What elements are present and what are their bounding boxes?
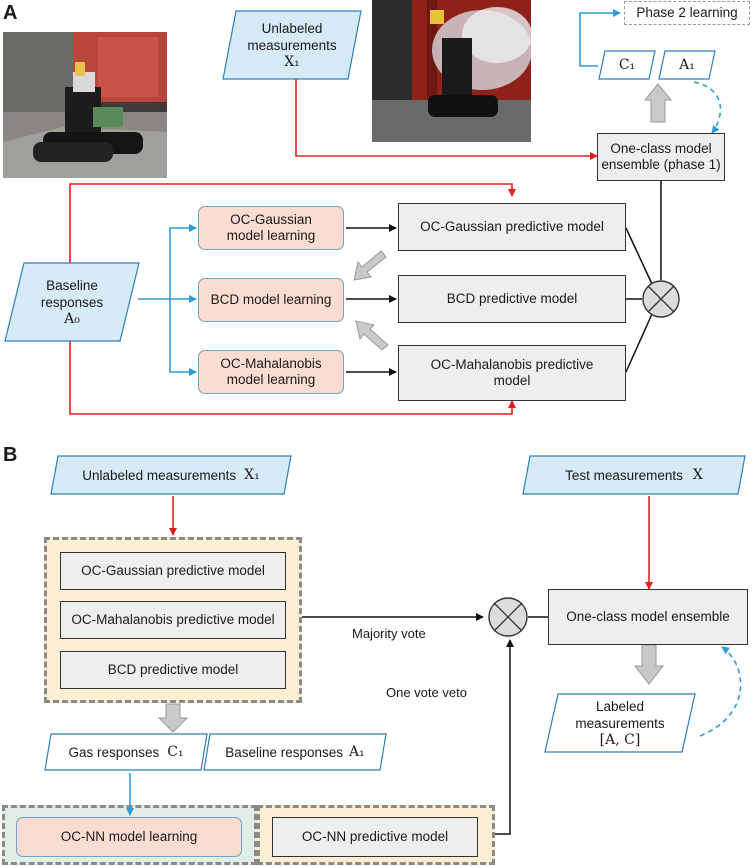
bcd-learning-box: BCD model learning bbox=[198, 278, 344, 322]
one-vote-veto-label: One vote veto bbox=[386, 685, 467, 700]
bcd-predictive-box-b: BCD predictive model bbox=[60, 651, 286, 689]
ensemble-box-b: One-class model ensemble bbox=[548, 589, 748, 645]
baseline-b-text: Baseline responses bbox=[225, 744, 344, 760]
oc-gaussian-learning-line1: OC-Gaussian bbox=[230, 212, 312, 227]
gas-responses-node: Gas responses C₁ bbox=[44, 733, 208, 771]
x1-symbol-b: X₁ bbox=[244, 466, 260, 483]
unlabeled-b-text: Unlabeled measurements bbox=[82, 467, 237, 483]
labeled-line1: Labeled bbox=[595, 698, 645, 714]
oc-mahalanobis-learning-line2: model learning bbox=[226, 372, 316, 387]
oc-gaussian-learning-line2: model learning bbox=[226, 228, 316, 243]
oc-mahalanobis-predictive-line2: model bbox=[493, 373, 531, 388]
baseline-line2: responses bbox=[40, 294, 104, 310]
phase2-learning-box: Phase 2 learning bbox=[624, 1, 750, 25]
oc-gaussian-predictive-box-a: OC-Gaussian predictive model bbox=[398, 203, 626, 251]
baseline-responses-node-b: Baseline responses A₁ bbox=[203, 733, 387, 771]
oc-mahalanobis-predictive-box-a: OC-Mahalanobis predictive model bbox=[398, 345, 626, 401]
a0-symbol: A₀ bbox=[64, 310, 80, 327]
oc-mahalanobis-learning-box: OC-Mahalanobis model learning bbox=[198, 350, 344, 394]
oc-gaussian-predictive-box-b: OC-Gaussian predictive model bbox=[60, 552, 286, 590]
labeled-measurements-node: Labeled measurements [A, C] bbox=[544, 693, 696, 753]
oc-mahalanobis-predictive-box-b: OC-Mahalanobis predictive model bbox=[60, 601, 286, 639]
labeled-line2: measurements bbox=[575, 715, 665, 731]
panel-a-connectors bbox=[69, 9, 722, 415]
unlabeled-line1: Unlabeled bbox=[261, 20, 323, 36]
gas-text: Gas responses bbox=[68, 744, 160, 760]
ocnn-predictive-box: OC-NN predictive model bbox=[272, 817, 478, 857]
test-text: Test measurements bbox=[565, 467, 683, 483]
a1-node: A₁ bbox=[658, 50, 716, 80]
x-symbol: X bbox=[692, 466, 703, 483]
ocnn-learning-box: OC-NN model learning bbox=[16, 817, 242, 857]
x1-symbol: X₁ bbox=[284, 53, 300, 70]
test-measurements-node: Test measurements X bbox=[522, 455, 746, 495]
majority-vote-label: Majority vote bbox=[352, 626, 426, 641]
ac-symbol: [A, C] bbox=[599, 731, 641, 748]
ensemble-phase1-box: One-class model ensemble (phase 1) bbox=[597, 133, 725, 181]
panel-a-label: A bbox=[3, 2, 18, 24]
c1-symbol-b: C₁ bbox=[167, 743, 184, 760]
c1-node: C₁ bbox=[598, 50, 656, 80]
unlabeled-measurements-node-b: Unlabeled measurements X₁ bbox=[50, 455, 292, 495]
ensemble-phase1-line1: One-class model bbox=[610, 141, 712, 156]
baseline-responses-node: Baseline responses A₀ bbox=[4, 262, 140, 342]
baseline-line1: Baseline bbox=[46, 277, 98, 293]
unlabeled-line2: measurements bbox=[247, 37, 337, 53]
a1-symbol-b: A₁ bbox=[349, 743, 365, 760]
oc-mahalanobis-learning-line1: OC-Mahalanobis bbox=[220, 356, 322, 371]
c1-symbol: C₁ bbox=[618, 56, 636, 73]
unlabeled-measurements-node-a: Unlabeled measurements X₁ bbox=[222, 10, 362, 80]
robot-photo bbox=[3, 32, 167, 178]
robot-smoke-photo bbox=[372, 0, 531, 142]
oc-mahalanobis-predictive-line1: OC-Mahalanobis predictive bbox=[430, 357, 594, 372]
a1-symbol: A₁ bbox=[679, 56, 695, 73]
panel-b-label: B bbox=[3, 444, 18, 466]
bcd-predictive-box-a: BCD predictive model bbox=[398, 275, 626, 323]
ensemble-phase1-line2: ensemble (phase 1) bbox=[601, 157, 721, 172]
oc-gaussian-learning-box: OC-Gaussian model learning bbox=[198, 206, 344, 250]
panel-b-connectors bbox=[126, 496, 742, 835]
